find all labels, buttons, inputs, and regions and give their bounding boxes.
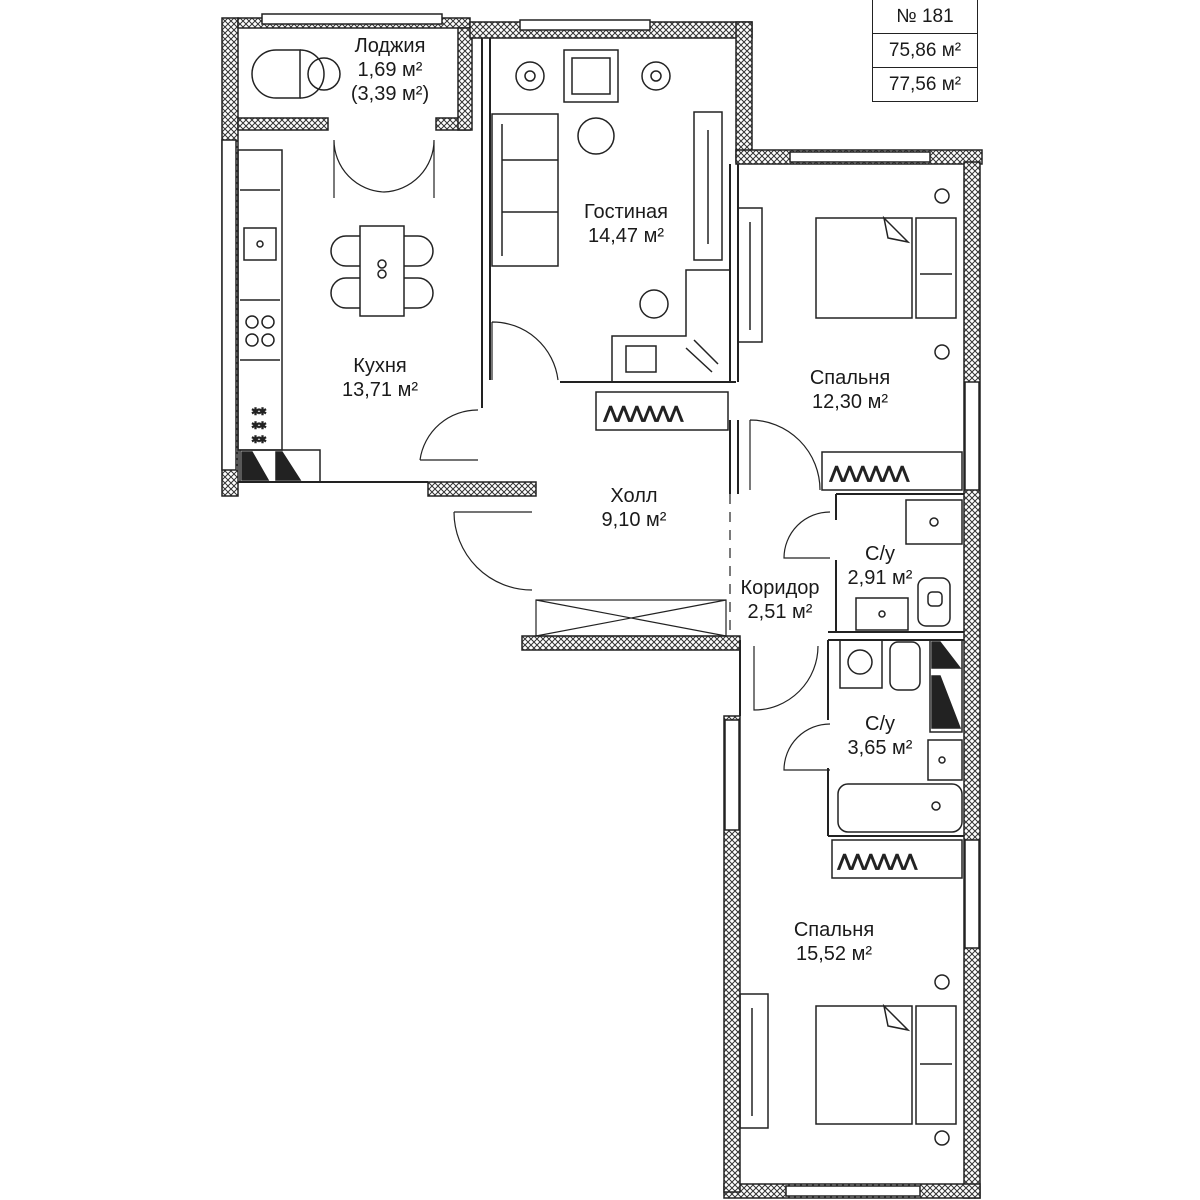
svg-text:⋀⋀⋀⋀⋀⋀: ⋀⋀⋀⋀⋀⋀ bbox=[603, 403, 684, 422]
bath2-fixtures bbox=[837, 639, 963, 833]
windows bbox=[221, 13, 980, 1197]
room-label-living: Гостиная 14,47 м² bbox=[584, 201, 668, 247]
total-area: 77,56 м² bbox=[888, 74, 962, 95]
doors bbox=[333, 139, 831, 771]
svg-text:⋀⋀⋀⋀⋀⋀: ⋀⋀⋀⋀⋀⋀ bbox=[837, 851, 918, 870]
room-label-bath2: С/у 3,65 м² bbox=[847, 713, 913, 759]
living-area: 75,86 м² bbox=[873, 34, 977, 68]
bath1-fixtures bbox=[855, 499, 963, 631]
apartment-info-box: № 181 75,86 м² 77,56 м² bbox=[872, 0, 978, 102]
svg-text:⋀⋀⋀⋀⋀⋀: ⋀⋀⋀⋀⋀⋀ bbox=[829, 463, 910, 482]
room-label-hall: Холл 9,10 м² bbox=[601, 485, 667, 531]
room-label-loggia: Лоджия 1,69 м² (3,39 м²) bbox=[350, 35, 430, 105]
room-label-bedroom2: Спальня 15,52 м² bbox=[793, 919, 875, 965]
exterior-walls bbox=[221, 17, 983, 1199]
loggia-furniture bbox=[251, 49, 341, 99]
apartment-number: № 181 bbox=[873, 0, 977, 34]
room-label-bedroom1: Спальня 12,30 м² bbox=[809, 367, 891, 413]
wardrobes: ⋀⋀⋀⋀⋀⋀ ⋀⋀⋀⋀⋀⋀ ⋀⋀⋀⋀⋀⋀ bbox=[595, 391, 963, 879]
room-label-kitchen: Кухня 13,71 м² bbox=[341, 355, 418, 401]
bedroom2-furniture bbox=[739, 974, 957, 1146]
kitchen-counter: ⁎⁎ ⁎⁎ ⁎⁎ bbox=[237, 149, 321, 483]
svg-text:⁎⁎: ⁎⁎ bbox=[252, 430, 266, 446]
svg-text:⁎⁎: ⁎⁎ bbox=[252, 416, 266, 432]
room-label-bath1: С/у 2,91 м² bbox=[847, 543, 913, 589]
bedroom1-furniture bbox=[737, 188, 957, 360]
room-label-corridor: Коридор 2,51 м² bbox=[740, 577, 820, 623]
svg-text:⁎⁎: ⁎⁎ bbox=[252, 402, 266, 418]
dining-table bbox=[330, 225, 434, 317]
living-furniture bbox=[491, 49, 731, 383]
entrance-opening bbox=[535, 599, 727, 637]
